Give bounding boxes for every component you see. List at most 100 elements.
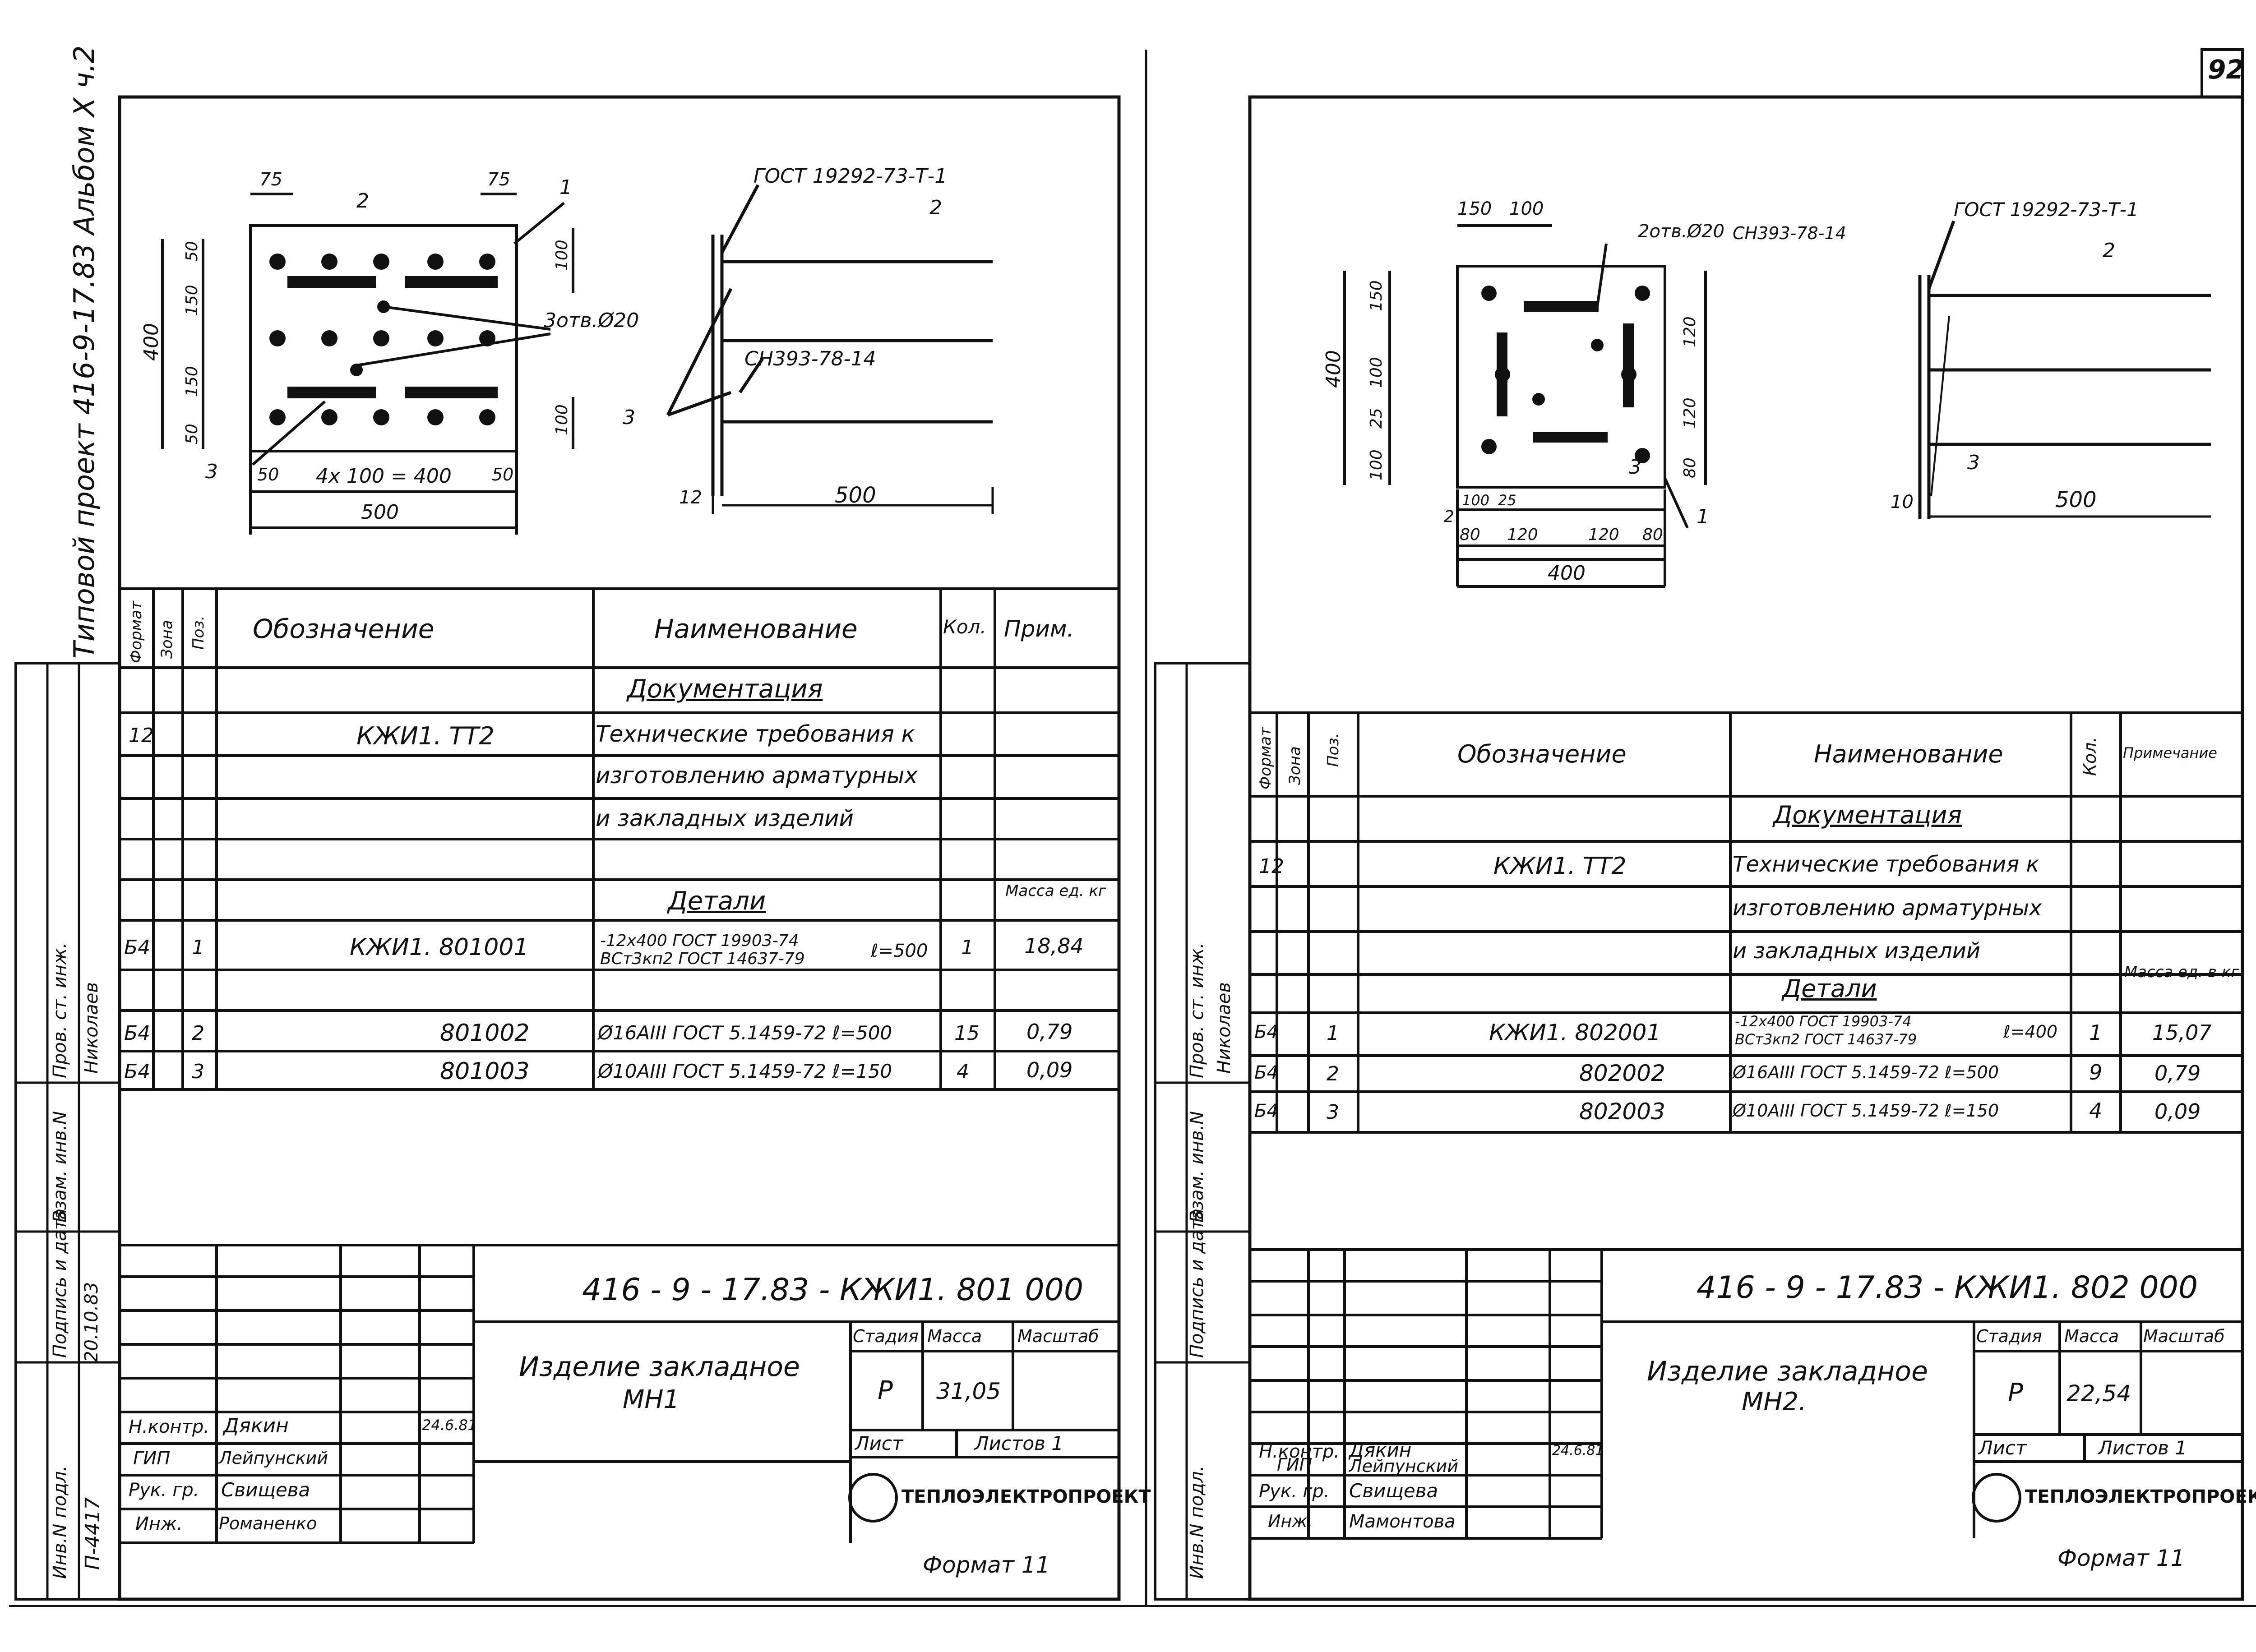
page-number: 92 — [2208, 54, 2244, 85]
left-header-name: Наименование — [654, 614, 858, 644]
right-header-zone: Зона — [1286, 746, 1304, 785]
right-signer-2-role: ГИП — [1277, 1455, 1313, 1475]
right-mass-header: Масса ед. в кг — [2124, 963, 2239, 981]
left-stage-label: Стадия — [853, 1326, 919, 1346]
right-section-details: Детали — [1782, 974, 1877, 1003]
right-plate-holes — [1481, 286, 1650, 463]
right-row2-designation: 802002 — [1579, 1060, 1665, 1086]
left-signer-3-role: Рук. гр. — [129, 1480, 199, 1500]
right-sn-label: СН393-78-14 — [1733, 223, 1846, 243]
left-signer-1-role: Н.контр. — [129, 1417, 209, 1437]
stamp-label-podpis: Подпись и дата — [50, 1208, 70, 1358]
right-stamp-label-inv: Инв.N подл. — [1187, 1465, 1207, 1579]
left-item-name: Изделие закладное — [519, 1351, 800, 1383]
right-signer-1-date: 24.6.81 — [1552, 1443, 1604, 1458]
right-dim-left-1: 150 — [1367, 280, 1386, 311]
left-row1-name1: -12x400 ГОСТ 19903-74 — [600, 932, 799, 950]
left-doc-format: 12 — [129, 724, 154, 747]
left-side-pos-3: 3 — [623, 406, 635, 429]
right-header-designation: Обозначение — [1457, 740, 1627, 768]
right-scale-label: Масштаб — [2143, 1326, 2225, 1346]
right-dim-bottom-5: 120 — [1588, 526, 1619, 544]
left-scale-label: Масштаб — [1017, 1326, 1099, 1346]
right-holes-label: 2отв.Ø20 — [1638, 221, 1724, 242]
right-stage: Р — [2008, 1378, 2023, 1407]
left-row1-format: Б4 — [124, 936, 151, 959]
right-signer-3-name: Свищева — [1349, 1480, 1438, 1502]
right-dim-left-3: 25 — [1367, 408, 1386, 429]
right-signer-2-name: Лейпунский — [1349, 1456, 1459, 1476]
right-signer-1-name: Дякин — [1349, 1439, 1412, 1461]
right-org: ТЕПЛОЭЛЕКТРОПРОЕКТ — [2025, 1486, 2256, 1507]
right-row3-designation: 802003 — [1579, 1098, 1665, 1125]
left-pos-label-2: 2 — [356, 189, 369, 212]
right-dim-bottom-1: 100 — [1462, 492, 1490, 509]
right-row3-format: Б4 — [1254, 1101, 1278, 1121]
stamp-date: 20.10.83 — [81, 1282, 102, 1362]
right-row1-pos: 1 — [1327, 1022, 1339, 1045]
right-header-note: Примечание — [2123, 744, 2217, 761]
left-section-docs: Документация — [627, 674, 823, 704]
right-doc-format: 12 — [1259, 855, 1284, 878]
left-header-pos: Поз. — [190, 615, 208, 650]
left-doc-name-3: и закладных изделий — [596, 805, 854, 831]
right-pos-label-3: 3 — [1629, 456, 1641, 479]
left-signer-4-role: Инж. — [135, 1514, 183, 1534]
left-doc-designation: КЖИ1. ТТ2 — [356, 722, 495, 750]
right-header-format: Формат — [1257, 727, 1275, 789]
left-row2-mass: 0,79 — [1026, 1020, 1073, 1044]
right-row1-name2: ВСт3кп2 ГОСТ 14637-79 — [1735, 1031, 1917, 1048]
left-row2-designation: 801002 — [440, 1020, 530, 1047]
left-header-designation: Обозначение — [253, 614, 435, 644]
left-row1-designation: КЖИ1. 801001 — [350, 934, 529, 961]
left-signer-1-name: Дякин — [223, 1414, 289, 1437]
left-signer-4-name: Романенко — [219, 1514, 317, 1533]
left-doc-name-2: изготовлению арматурных — [596, 762, 918, 789]
left-signer-1-date: 24.6.81 — [422, 1417, 477, 1434]
right-plate-plan — [1343, 224, 1707, 588]
right-title-code: 416 - 9 - 17.83 - КЖИ1. 802 000 — [1697, 1270, 2198, 1306]
right-row1-qty: 1 — [2089, 1020, 2103, 1045]
left-dim-right-1: 100 — [553, 240, 571, 271]
side-title: Типовой проект 416-9-17.83 Альбом X ч.2 — [68, 45, 101, 659]
right-stamp-label-podpis: Подпись и дата — [1187, 1208, 1207, 1358]
right-dim-top-1: 150 — [1457, 198, 1492, 219]
left-dim-left-total: 400 — [140, 323, 163, 361]
left-row3-name1: Ø10АIII ГОСТ 5.1459-72 ℓ=150 — [598, 1060, 892, 1082]
left-dim-bottom-1: 50 — [257, 465, 279, 485]
left-sheets-label: Листов 1 — [975, 1432, 1063, 1454]
right-row2-mass: 0,79 — [2154, 1061, 2201, 1085]
left-org: ТЕПЛОЭЛЕКТРОПРОЕКТ — [901, 1486, 1151, 1507]
right-mass: 22,54 — [2066, 1380, 2131, 1407]
left-mass-label: Масса — [927, 1326, 982, 1346]
right-row3-name1: Ø10АIII ГОСТ 5.1459-72 ℓ=150 — [1733, 1101, 1999, 1121]
left-row2-qty: 15 — [954, 1022, 980, 1045]
left-item-mark: МН1 — [623, 1385, 680, 1414]
left-row3-format: Б4 — [124, 1060, 151, 1083]
right-side-pos-3: 3 — [1967, 451, 1980, 474]
right-dim-left-4: 100 — [1367, 449, 1386, 480]
left-row1-mass: 18,84 — [1024, 934, 1084, 958]
left-dim-right-2: 100 — [553, 404, 571, 435]
left-pos-label-1: 1 — [559, 176, 572, 199]
left-title-code: 416 - 9 - 17.83 - КЖИ1. 801 000 — [582, 1272, 1084, 1308]
right-row2-format: Б4 — [1254, 1062, 1278, 1083]
left-mass: 31,05 — [936, 1378, 1001, 1404]
left-row3-mass: 0,09 — [1026, 1058, 1073, 1082]
left-signer-2-role: ГИП — [133, 1448, 171, 1469]
left-mass-header: Масса ед. кг — [1005, 882, 1106, 900]
right-signer-3-role: Рук. гр. — [1259, 1481, 1330, 1502]
left-dim-left-4: 50 — [183, 424, 201, 444]
left-row2-pos: 2 — [192, 1022, 204, 1045]
stamp-inv-number: П-4417 — [81, 1497, 104, 1570]
right-header-qty: Кол. — [2080, 737, 2100, 776]
left-header-note: Прим. — [1004, 616, 1074, 642]
left-plate-side — [666, 184, 994, 514]
left-stage: Р — [878, 1376, 893, 1405]
right-doc-name-1: Технические требования к — [1733, 852, 2039, 877]
right-header-name: Наименование — [1814, 740, 2003, 768]
stamp-prov-name: Николаев — [81, 982, 102, 1074]
right-dim-bottom-2: 25 — [1498, 492, 1516, 509]
left-dim-left-1: 50 — [183, 241, 201, 262]
